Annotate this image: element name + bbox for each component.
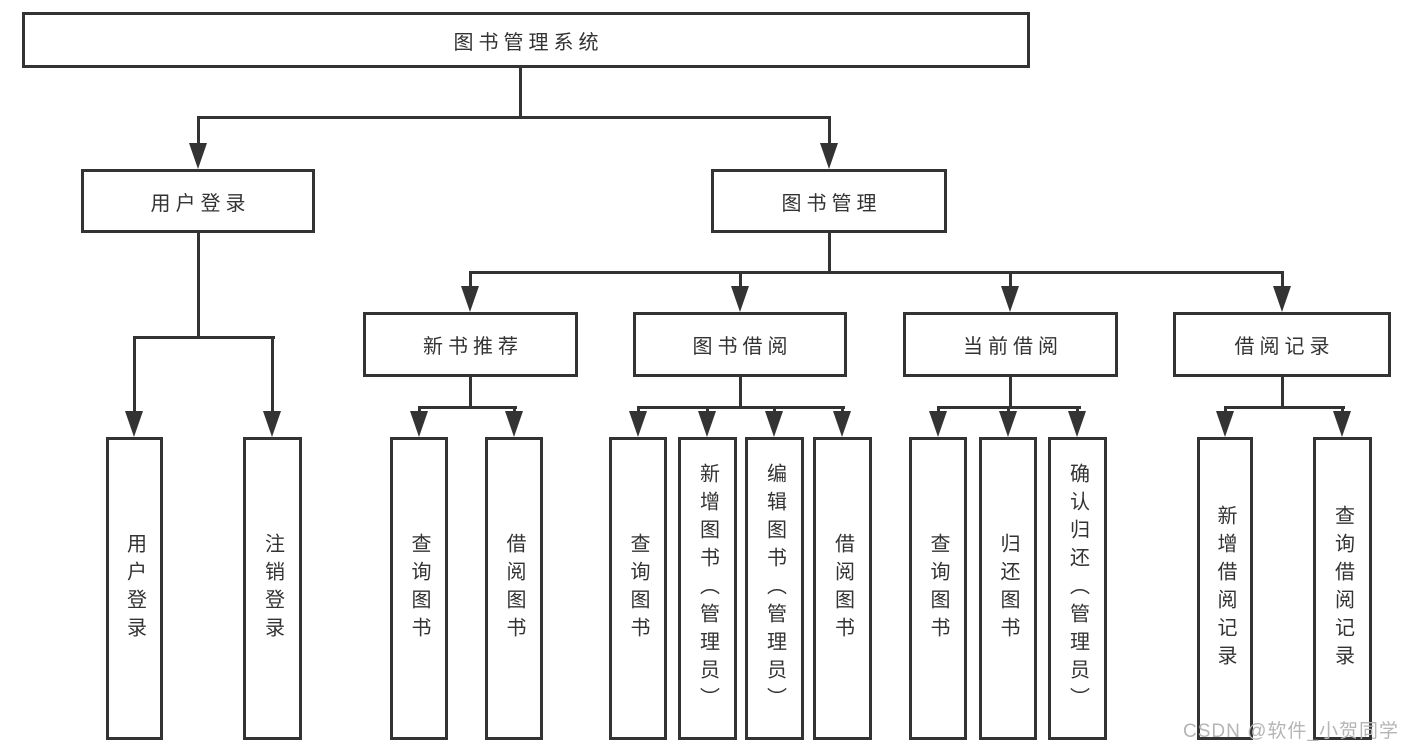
arrow-to-leaf-edit-book: [765, 411, 783, 437]
node-user-login: 用户登录: [81, 169, 315, 233]
connector-stub: [773, 406, 776, 414]
connector-login-down: [197, 233, 200, 338]
connector-borrow-branch: [637, 406, 845, 409]
leaf-query-books-borrow: 查询图书: [609, 437, 667, 740]
connector-to-borrow: [739, 271, 742, 288]
connector-to-new-book: [469, 271, 472, 288]
node-new-book-recommend: 新书推荐: [363, 312, 578, 377]
connector-current-down: [1009, 377, 1012, 408]
connector-stub: [1341, 406, 1344, 414]
leaf-query-borrow-record: 查询借阅记录: [1313, 437, 1372, 740]
leaf-borrow-books-borrow: 借阅图书: [813, 437, 872, 740]
leaf-query-books-current: 查询图书: [909, 437, 967, 740]
connector-root-down: [519, 68, 522, 118]
connector-mgmt-down: [828, 233, 831, 274]
connector-to-records: [1281, 271, 1284, 288]
connector-to-current: [1009, 271, 1012, 288]
connector-to-mgmt: [828, 116, 831, 146]
leaf-confirm-return-admin: 确认归还（管理员）: [1048, 437, 1107, 740]
arrow-to-records: [1273, 286, 1291, 312]
connector-borrow-down: [739, 377, 742, 408]
connector-stub: [1007, 406, 1010, 414]
arrow-to-mgmt: [820, 143, 838, 169]
connector-stub: [1224, 406, 1227, 414]
connector-to-leaf-logout: [271, 336, 274, 412]
connector-to-leaf-user-login: [133, 336, 136, 412]
node-current-borrow: 当前借阅: [903, 312, 1118, 377]
arrow-to-leaf-return-book: [999, 411, 1017, 437]
arrow-to-leaf-confirm-return: [1068, 411, 1086, 437]
arrow-to-current: [1001, 286, 1019, 312]
leaf-edit-book-admin: 编辑图书（管理员）: [745, 437, 804, 740]
arrow-to-login: [189, 143, 207, 169]
connector-mgmt-branch: [469, 271, 1284, 274]
leaf-return-book: 归还图书: [979, 437, 1037, 740]
connector-stub: [637, 406, 640, 414]
arrow-to-leaf-add-record: [1216, 411, 1234, 437]
arrow-to-new-book: [461, 286, 479, 312]
node-book-management: 图书管理: [711, 169, 947, 233]
arrow-to-leaf-query-record: [1333, 411, 1351, 437]
arrow-to-leaf-logout: [263, 411, 281, 437]
node-root: 图书管理系统: [22, 12, 1030, 68]
leaf-add-book-admin: 新增图书（管理员）: [678, 437, 737, 740]
arrow-to-leaf-borrow-books-a: [505, 411, 523, 437]
connector-root-branch: [197, 116, 831, 119]
connector-stub: [1076, 406, 1079, 414]
leaf-logout: 注销登录: [243, 437, 302, 740]
leaf-add-borrow-record: 新增借阅记录: [1197, 437, 1253, 740]
watermark-text: CSDN @软件_小贺同学: [1183, 721, 1399, 742]
connector-to-login: [197, 116, 200, 146]
leaf-query-books-recommend: 查询图书: [390, 437, 448, 740]
arrow-to-leaf-query-books-b: [629, 411, 647, 437]
connector-new-book-down: [469, 377, 472, 408]
connector-login-branch: [133, 336, 275, 339]
node-book-borrow: 图书借阅: [633, 312, 847, 377]
connector-stub: [937, 406, 940, 414]
connector-new-book-branch: [418, 406, 517, 409]
node-borrow-records: 借阅记录: [1173, 312, 1391, 377]
arrow-to-leaf-user-login: [125, 411, 143, 437]
connector-stub: [513, 406, 516, 414]
arrow-to-leaf-add-book: [698, 411, 716, 437]
connector-stub: [841, 406, 844, 414]
arrow-to-leaf-query-books-c: [929, 411, 947, 437]
arrow-to-borrow: [731, 286, 749, 312]
arrow-to-leaf-query-books-a: [410, 411, 428, 437]
connector-stub: [418, 406, 421, 414]
leaf-borrow-books-recommend: 借阅图书: [485, 437, 543, 740]
connector-records-down: [1281, 377, 1284, 408]
connector-records-branch: [1224, 406, 1345, 409]
connector-stub: [706, 406, 709, 414]
leaf-user-login: 用户登录: [106, 437, 163, 740]
arrow-to-leaf-borrow-books-b: [833, 411, 851, 437]
